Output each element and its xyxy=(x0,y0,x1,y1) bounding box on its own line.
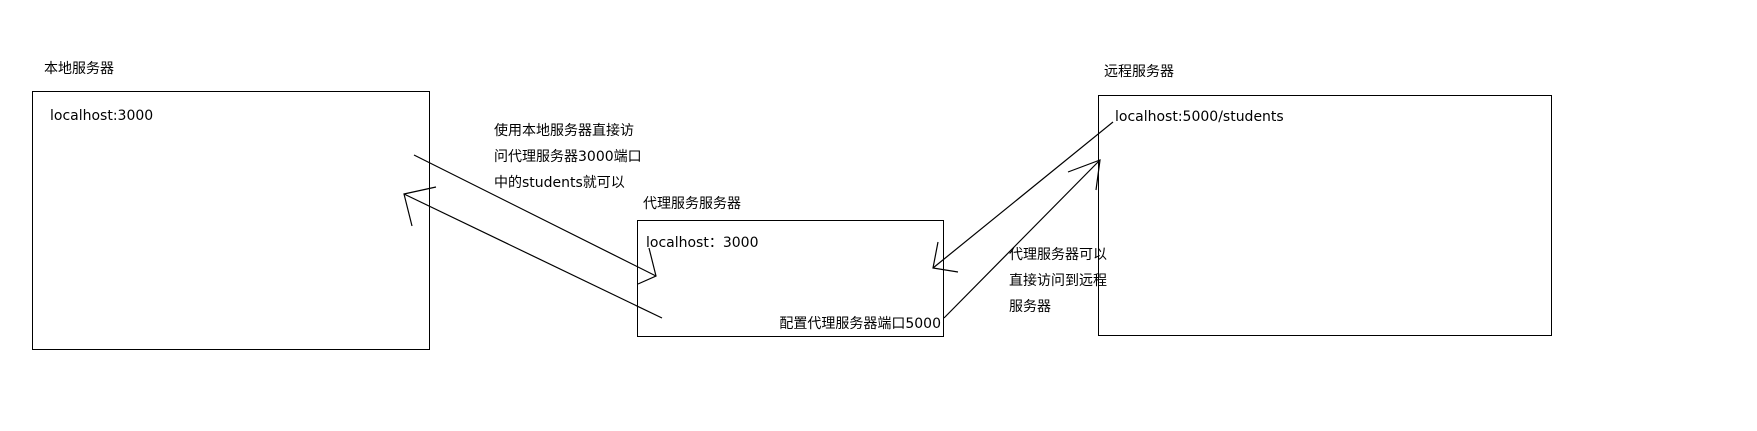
note-proxy-to-remote-line-1: 代理服务器可以 xyxy=(1009,247,1107,263)
local-server-address: localhost:3000 xyxy=(50,108,154,124)
note-local-to-proxy: 使用本地服务器直接访 问代理服务器3000端口 中的students就可以 xyxy=(494,118,642,196)
note-local-to-proxy-line-2: 问代理服务器3000端口 xyxy=(494,149,642,165)
note-proxy-to-remote: 代理服务器可以 直接访问到远程 服务器 xyxy=(1009,242,1107,320)
arrow-proxy-to-local-head xyxy=(403,186,437,227)
arrow-proxy-to-remote-head xyxy=(1067,159,1101,191)
arrow-proxy-to-remote-shaft xyxy=(943,159,1101,319)
note-local-to-proxy-line-1: 使用本地服务器直接访 xyxy=(494,123,634,139)
arrow-local-to-proxy-head xyxy=(637,247,657,285)
remote-server-address: localhost:5000/students xyxy=(1115,109,1284,125)
arrow-remote-to-proxy-head xyxy=(932,241,959,273)
local-server-box: localhost:3000 xyxy=(32,91,430,350)
remote-server-title: 远程服务器 xyxy=(1104,64,1174,80)
proxy-port-config: 配置代理服务器端口5000 xyxy=(779,316,941,332)
note-proxy-to-remote-line-2: 直接访问到远程 xyxy=(1009,273,1107,289)
arrow-remote-to-proxy-shaft xyxy=(932,121,1114,269)
arrow-local-to-proxy-shaft xyxy=(413,154,657,277)
proxy-server-address: localhost：3000 xyxy=(646,235,759,251)
note-local-to-proxy-line-3: 中的students就可以 xyxy=(494,175,625,191)
note-proxy-to-remote-line-3: 服务器 xyxy=(1009,299,1051,315)
remote-server-box: localhost:5000/students xyxy=(1098,95,1552,336)
proxy-server-box: localhost：3000 配置代理服务器端口5000 xyxy=(637,220,944,337)
local-server-title: 本地服务器 xyxy=(44,61,114,77)
proxy-server-title: 代理服务服务器 xyxy=(643,196,741,212)
arrow-proxy-to-local-shaft xyxy=(403,193,663,319)
